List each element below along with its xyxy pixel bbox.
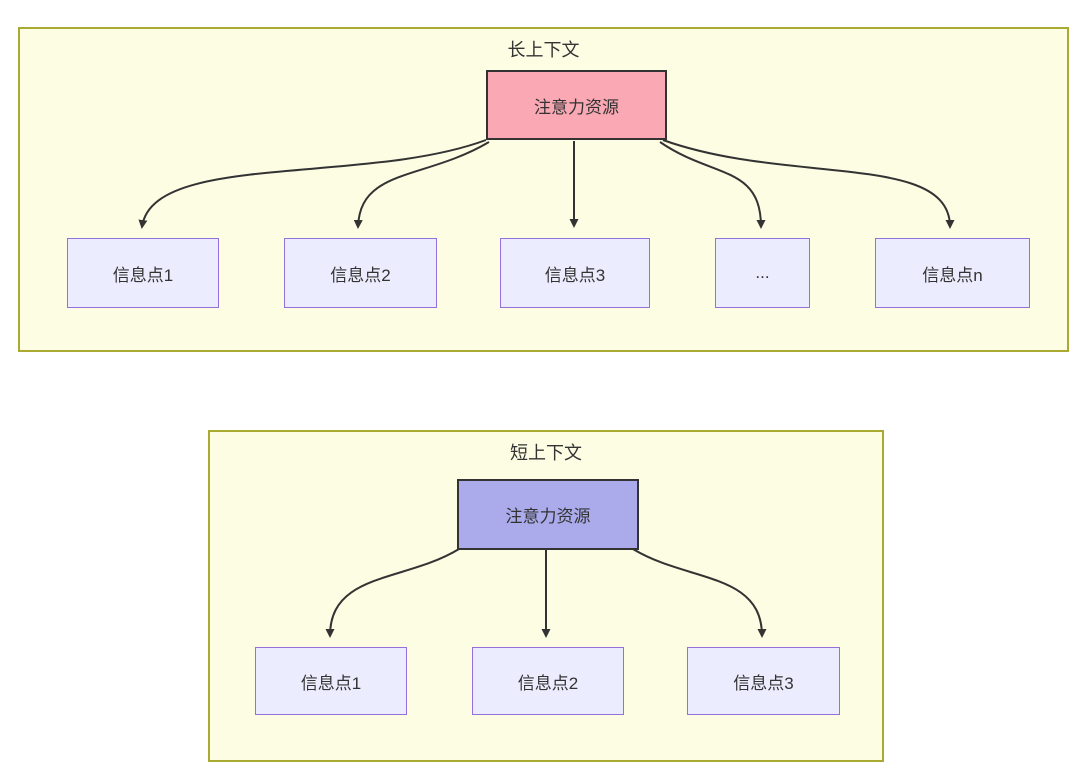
short-info-node-1: 信息点1 <box>255 647 407 715</box>
long-attention-node: 注意力资源 <box>486 70 667 140</box>
long-context-section: 长上下文 注意力资源 信息点1 信息点2 信息点3 ... 信息点n <box>18 27 1069 352</box>
long-info-node-1: 信息点1 <box>67 238 219 308</box>
short-context-title: 短上下文 <box>510 443 582 463</box>
long-info-node-2: 信息点2 <box>284 238 437 308</box>
long-info-node-3: 信息点3 <box>500 238 650 308</box>
short-context-section: 短上下文 注意力资源 信息点1 信息点2 信息点3 <box>208 430 884 762</box>
short-info-node-3: 信息点3 <box>687 647 840 715</box>
long-info-node-ellipsis: ... <box>715 238 810 308</box>
short-attention-node: 注意力资源 <box>457 479 639 550</box>
long-info-node-n: 信息点n <box>875 238 1030 308</box>
short-info-node-2: 信息点2 <box>472 647 624 715</box>
long-context-title: 长上下文 <box>507 40 580 60</box>
